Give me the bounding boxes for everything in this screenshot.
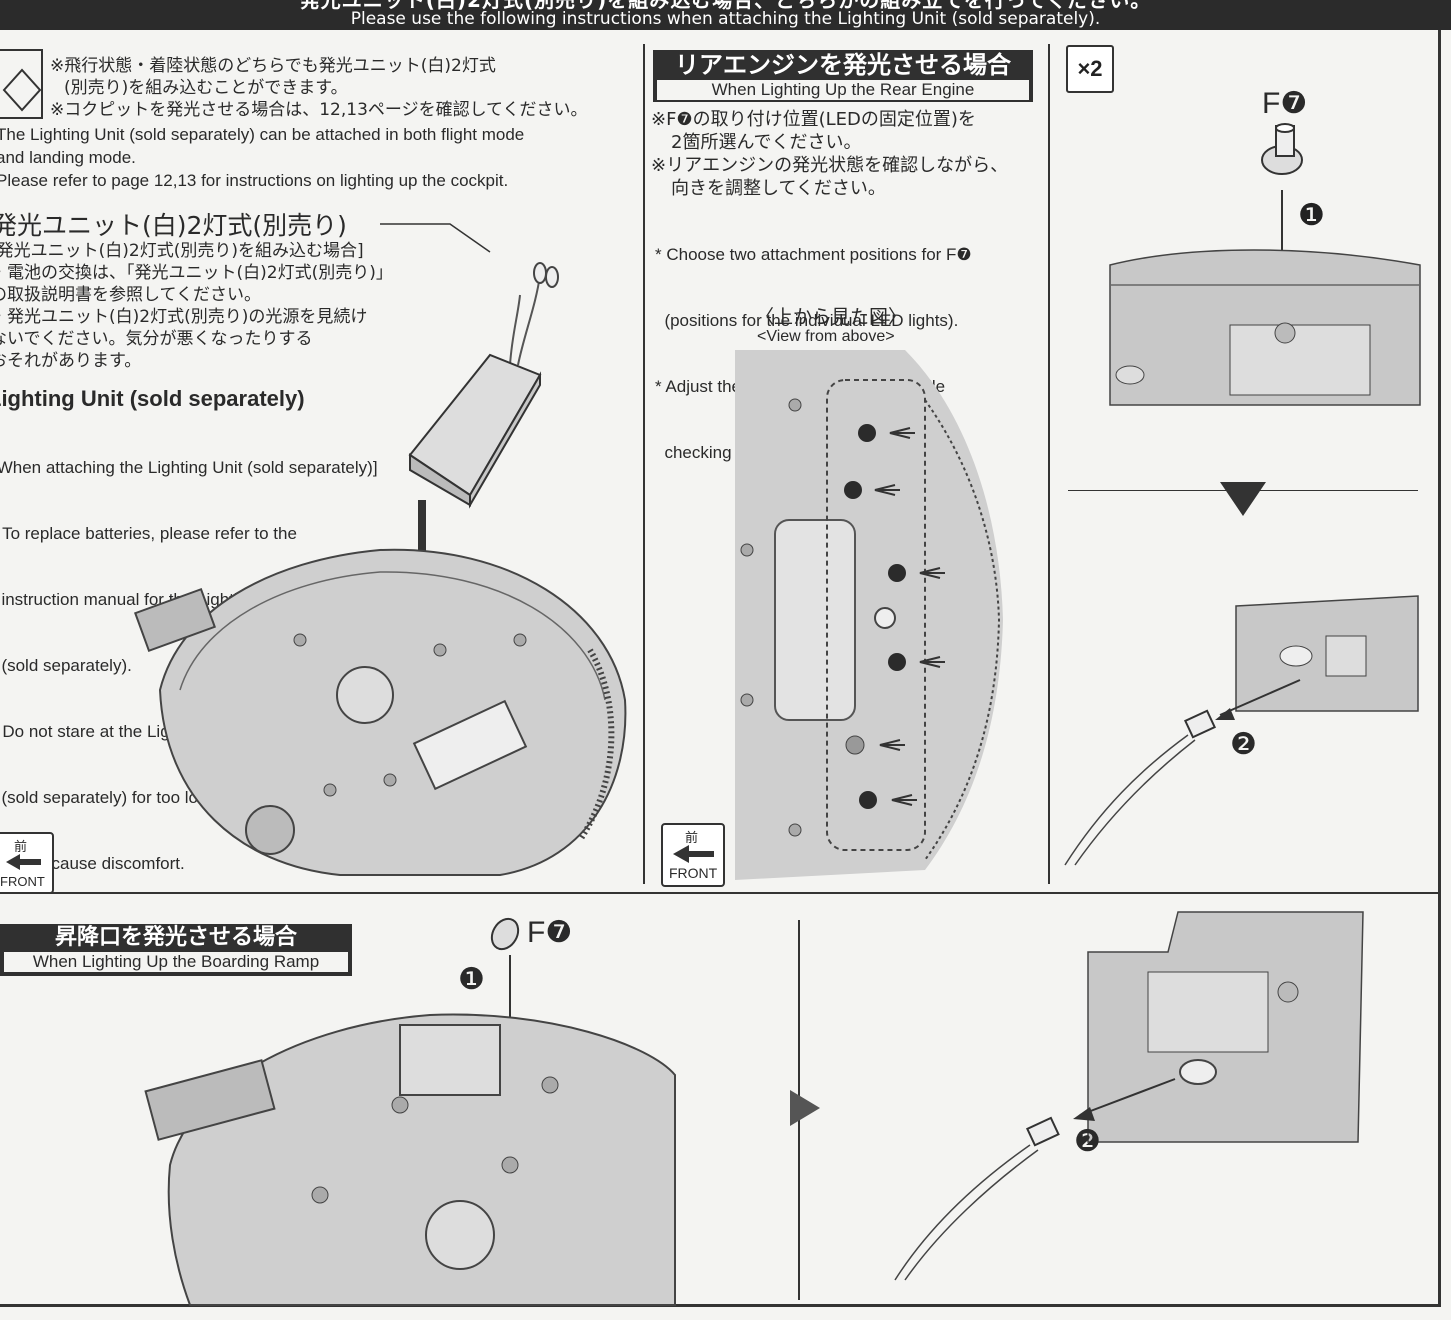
frame-bottom [0,1304,1441,1307]
ship-hull-illustration-bottom [144,1013,676,1306]
banner-jp: 発光ユニット(白)2灯式(別売り)を組み込む場合、どちらかの組み立てを行ってくだ… [299,0,1152,12]
unit-line-jp: ・発光ユニット(白)2灯式(別売り)の光源を見続け [0,307,368,327]
divider-vertical-2 [1048,44,1050,884]
step1-badge-boarding: ❶ [458,963,485,996]
unit-line-jp: ないでください。気分が悪くなったりする [0,329,313,349]
front-indicator-rear: 前 FRONT [661,823,725,887]
rear-note-jp-line: 2箇所選んでください。 [671,132,862,153]
left-note-en-line: and landing mode. [0,148,136,167]
note-warning-icon [0,49,43,119]
lighting-unit-illustration [408,262,559,509]
step2-badge-boarding: ❷ [1074,1125,1101,1158]
rear-heading-en: When Lighting Up the Rear Engine [657,80,1029,100]
rear-note-en-line: (positions for the individual LED lights… [655,311,959,330]
unit-line-jp: ・電池の交換は、「発光ユニット(白)2灯式(別売り)」 [0,263,393,283]
left-note-en-line: Please refer to page 12,13 for instructi… [0,171,509,190]
left-note-jp-line: (別売り)を組み込むことができます。 [64,78,348,98]
led-marker [858,424,915,442]
part-label-f7-top: F❼ [1262,87,1308,120]
front-jp: 前 [14,839,28,854]
view-from-above-jp: 〈上から見た図〉 [755,306,908,328]
front-arrow-bar [688,851,714,857]
frame-right [1438,30,1441,1306]
left-note-jp-line: ※コクピットを発光させる場合は、12,13ページを確認してください。 [50,100,588,120]
front-indicator-left: 前 FRONT [0,832,54,894]
front-arrow-icon [673,845,689,863]
rear-note-en-line: * Choose two attachment positions for F❼ [655,245,972,264]
unit-title-jp: 発光ユニット(白)2灯式(別売り) [0,211,347,240]
rear-engine-top-view [735,350,1003,880]
boarding-heading-jp: 昇降口を発光させる場合 [54,925,297,950]
front-en: FRONT [669,865,718,881]
top-banner: 発光ユニット(白)2灯式(別売り)を組み込む場合、どちらかの組み立てを行ってくだ… [0,0,1451,30]
rear-note-jp-line: ※F❼の取り付け位置(LEDの固定位置)を [651,109,976,130]
step2-badge-right: ❷ [1230,728,1257,761]
led-wire-right [1064,679,1301,866]
unit-title-en: Lighting Unit (sold separately) [0,386,305,411]
banner-en: Please use the following instructions wh… [350,9,1101,29]
divider-vertical-1 [643,44,645,884]
unit-line-jp: [発光ユニット(白)2灯式(別売り)を組み込む場合] [0,241,364,261]
engine-closeup-1 [1109,249,1421,406]
rear-note-jp-line: 向きを調整してください。 [671,178,886,199]
led-positions [844,424,945,809]
front-en: FRONT [0,874,45,889]
step1-badge-top: ❶ [1298,199,1325,232]
divider-horizontal [0,892,1440,894]
ship-hull-illustration-left [133,548,627,876]
rear-note-jp-line: ※リアエンジンの発光状態を確認しながら、 [651,155,1009,176]
unit-line-en: · To replace batteries, please refer to … [0,524,297,543]
view-from-above-en: <View from above> [757,328,895,345]
unit-line-en: [When attaching the Lighting Unit (sold … [0,458,378,477]
front-arrow-icon [6,854,20,870]
left-note-en-line: The Lighting Unit (sold separately) can … [0,125,525,144]
unit-line-en: (sold separately). [0,656,132,675]
led-wire-boarding [894,1078,1176,1281]
part-f7-connector-top [1261,123,1303,175]
next-step-arrow-icon [1220,482,1266,516]
part-label-f7-boarding: F❼ [527,916,573,949]
unit-lines-jp: [発光ユニット(白)2灯式(別売り)を組み込む場合] ・電池の交換は、「発光ユニ… [0,240,393,372]
rear-heading-jp: リアエンジンを発光させる場合 [675,51,1011,79]
boarding-heading-en: When Lighting Up the Boarding Ramp [4,952,348,972]
quantity-badge: ×2 [1066,45,1114,93]
boarding-closeup [1087,911,1364,1143]
left-notes-en: The Lighting Unit (sold separately) can … [0,123,524,192]
next-step-arrow-icon [790,1090,820,1126]
left-notes-jp: ※飛行状態・着陸状態のどちらでも発光ユニット(白)2灯式 (別売り)を組み込むこ… [50,55,588,121]
rear-heading: リアエンジンを発光させる場合 When Lighting Up the Rear… [653,50,1033,102]
engine-closeup-2 [1235,595,1419,712]
front-arrow-bar [19,859,41,865]
unit-line-jp: おそれがあります。 [0,351,142,371]
boarding-heading: 昇降口を発光させる場合 When Lighting Up the Boardin… [0,924,352,976]
unit-leader-line [380,223,491,253]
unit-line-jp: の取扱説明書を参照してください。 [0,285,261,305]
rear-notes-jp: ※F❼の取り付け位置(LEDの固定位置)を 2箇所選んでください。 ※リアエンジ… [651,108,1008,200]
front-jp: 前 [685,830,699,845]
part-f7-connector-boarding [490,917,520,951]
left-note-jp-line: ※飛行状態・着陸状態のどちらでも発光ユニット(白)2灯式 [50,56,496,76]
